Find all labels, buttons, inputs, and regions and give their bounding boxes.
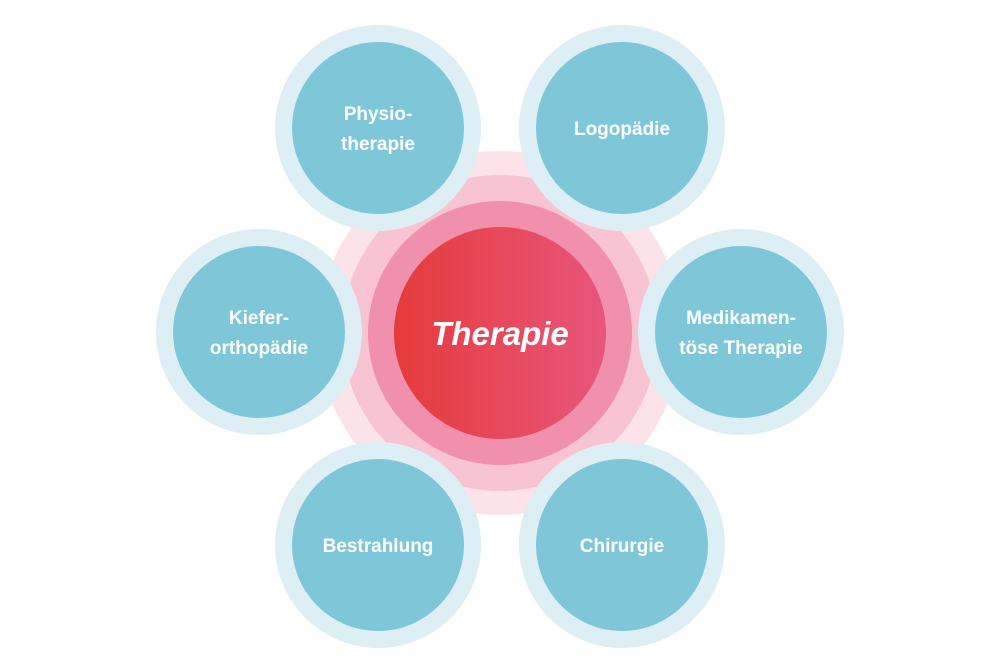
satellite-label-line: orthopädie [210,338,308,359]
satellite-medikamentoese-therapie: Medikamen-töse Therapie [638,229,844,435]
satellite-circle [173,246,345,418]
satellite-label-line: Physio- [344,104,413,125]
satellite-label-line: Logopädie [574,119,670,140]
satellite-label-line: Medikamen- [686,308,796,329]
satellite-circle [536,459,708,631]
satellite-chirurgie: Chirurgie [519,442,725,648]
satellite-logopaedie: Logopädie [519,25,725,231]
center-core [394,227,606,439]
satellite-circle [655,246,827,418]
satellite-kieferorthopaedie: Kiefer-orthopädie [156,229,362,435]
satellite-label-line: töse Therapie [679,338,803,359]
satellite-bestrahlung: Bestrahlung [275,442,481,648]
satellite-label-line: Bestrahlung [323,536,434,557]
satellite-physiotherapie: Physio-therapie [275,25,481,231]
center-node: Therapie [318,151,682,515]
center-label: Therapie [431,315,569,352]
satellite-label-line: Chirurgie [580,536,664,557]
satellite-circle [292,42,464,214]
satellite-circle [292,459,464,631]
satellite-circle [536,42,708,214]
satellite-label-line: Kiefer- [229,308,289,329]
satellite-label-line: therapie [341,134,415,155]
